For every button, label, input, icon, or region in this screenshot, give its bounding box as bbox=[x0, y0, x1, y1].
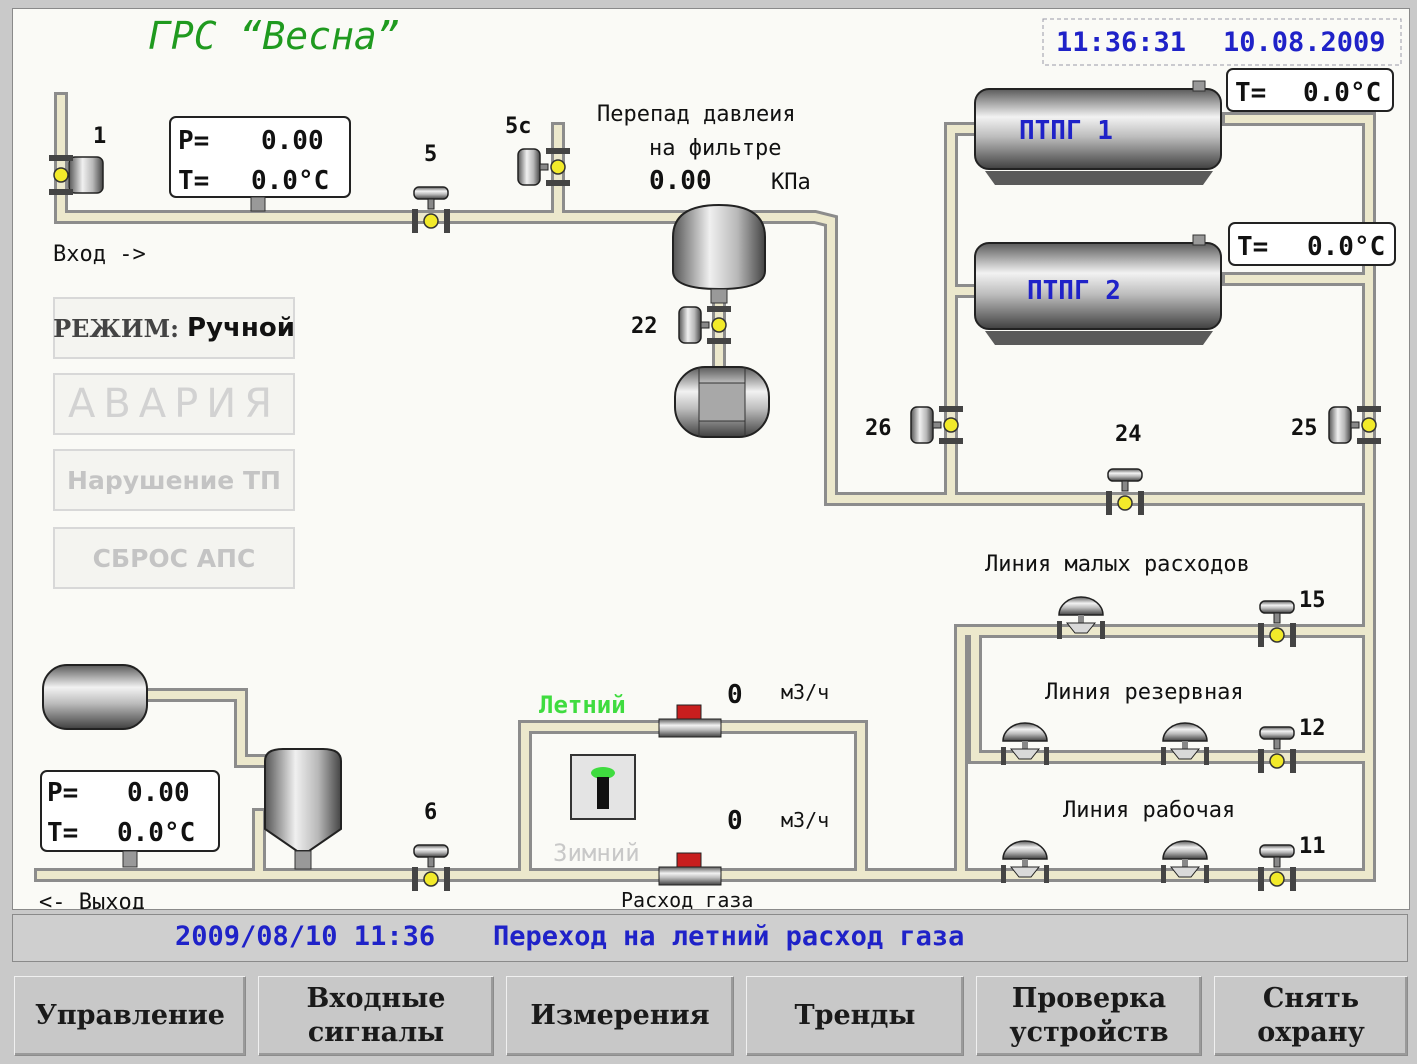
mode-label: РЕЖИМ: bbox=[53, 313, 180, 343]
heater-2-name: ПТПГ 2 bbox=[1027, 276, 1121, 306]
alarm-indicator[interactable]: АВАРИЯ bbox=[53, 373, 295, 435]
nav-input-signals-button[interactable]: Входные сигналы bbox=[258, 976, 494, 1056]
filter-vessel bbox=[672, 203, 766, 304]
mnemonic-canvas: ГРС “Весна” 11:36:31 10.08.2009 P= 0.00 … bbox=[12, 8, 1410, 915]
line-small-label: Линия малых расходов bbox=[985, 552, 1250, 577]
nav-disarm-button[interactable]: Снять охрану bbox=[1214, 976, 1408, 1056]
odorant-storage-tank bbox=[42, 664, 148, 730]
valve-5-label: 5 bbox=[424, 142, 437, 167]
valve-12-label: 12 bbox=[1299, 716, 1326, 741]
outlet-label: <- Выход bbox=[39, 890, 145, 909]
odorizer-vessel bbox=[264, 748, 342, 870]
valve-1[interactable] bbox=[49, 155, 104, 195]
valve-25-label: 25 bbox=[1291, 416, 1318, 441]
valve-5c-label: 5с bbox=[505, 114, 532, 139]
inlet-temp-label: T= bbox=[178, 166, 209, 196]
inlet-label: Вход -> bbox=[53, 242, 146, 267]
valve-24-label: 24 bbox=[1115, 422, 1142, 447]
reset-alarms-button[interactable]: СБРОС АПС bbox=[53, 527, 295, 589]
nav-measurements-button[interactable]: Измерения bbox=[506, 976, 734, 1056]
valve-6-label: 6 bbox=[424, 800, 437, 825]
mode-value: Ручной bbox=[187, 313, 295, 343]
heater-1[interactable] bbox=[974, 80, 1222, 185]
heater-2[interactable] bbox=[974, 234, 1222, 345]
heater-1-temp-value: 0.0°C bbox=[1303, 78, 1381, 108]
filter-label-line2: на фильтре bbox=[649, 136, 781, 161]
condensate-tank bbox=[674, 366, 770, 438]
heater-1-temp-box bbox=[1226, 68, 1394, 112]
station-title: ГРС “Весна” bbox=[148, 14, 400, 58]
inlet-pressure-label: P= bbox=[178, 126, 209, 156]
process-diagram: ГРС “Весна” 11:36:31 10.08.2009 P= 0.00 … bbox=[34, 14, 1402, 915]
outlet-temp-label: T= bbox=[47, 818, 78, 848]
outlet-pressure-value: 0.00 bbox=[127, 778, 190, 808]
flow-caption: Расход газа bbox=[621, 888, 753, 909]
inlet-temp-value: 0.0°C bbox=[251, 166, 329, 196]
winter-flowmeter[interactable] bbox=[658, 852, 722, 886]
clock-time: 11:36:31 bbox=[1056, 27, 1186, 58]
heater-2-temp-value: 0.0°C bbox=[1307, 232, 1385, 262]
outlet-temp-value: 0.0°C bbox=[117, 818, 195, 848]
season-switch[interactable] bbox=[570, 754, 636, 820]
heater-2-temp-label: T= bbox=[1237, 232, 1268, 262]
summer-flow-value: 0 bbox=[727, 680, 743, 710]
valve-actuator bbox=[68, 156, 104, 194]
valve-25[interactable] bbox=[1328, 405, 1382, 445]
valve-22-label: 22 bbox=[631, 314, 658, 339]
winter-flow-unit: м3/ч bbox=[781, 808, 829, 832]
line-reserve-label: Линия резервная bbox=[1045, 680, 1244, 705]
valve-26[interactable] bbox=[910, 405, 964, 445]
summer-flowmeter[interactable] bbox=[658, 704, 722, 738]
summer-label: Летний bbox=[539, 691, 626, 719]
summer-flow-unit: м3/ч bbox=[781, 680, 829, 704]
event-timestamp: 2009/08/10 11:36 bbox=[175, 921, 436, 952]
inlet-pressure-value: 0.00 bbox=[261, 126, 324, 156]
inlet-sensor-stub bbox=[250, 196, 266, 212]
valve-11-label: 11 bbox=[1299, 834, 1326, 859]
winter-flow-value: 0 bbox=[727, 806, 743, 836]
valve-1-label: 1 bbox=[93, 124, 106, 149]
outlet-sensor-stub bbox=[122, 850, 138, 868]
nav-control-button[interactable]: Управление bbox=[14, 976, 246, 1056]
event-message: Переход на летний расход газа bbox=[493, 921, 965, 952]
valve-5c[interactable] bbox=[517, 147, 571, 187]
filter-dp-unit: КПа bbox=[771, 170, 811, 195]
valve-15-label: 15 bbox=[1299, 588, 1326, 613]
nav-trends-button[interactable]: Тренды bbox=[746, 976, 964, 1056]
event-status-bar: 2009/08/10 11:36 Переход на летний расхо… bbox=[12, 914, 1408, 962]
clock-date: 10.08.2009 bbox=[1223, 27, 1386, 58]
nav-device-check-button[interactable]: Проверка устройств bbox=[976, 976, 1202, 1056]
heater-1-name: ПТПГ 1 bbox=[1019, 116, 1113, 146]
winter-label: Зимний bbox=[553, 839, 640, 867]
line-working-label: Линия рабочая bbox=[1063, 798, 1235, 823]
filter-dp-value: 0.00 bbox=[649, 166, 712, 196]
valve-26-label: 26 bbox=[865, 416, 892, 441]
mode-indicator[interactable]: РЕЖИМ: Ручной bbox=[53, 297, 295, 359]
clock-frame bbox=[1042, 18, 1402, 66]
heater-1-temp-label: T= bbox=[1235, 78, 1266, 108]
valve-22[interactable] bbox=[678, 305, 732, 345]
process-violation-indicator[interactable]: Нарушение ТП bbox=[53, 449, 295, 511]
outlet-pressure-label: P= bbox=[47, 778, 78, 808]
heater-2-temp-box bbox=[1228, 222, 1396, 266]
filter-label-line1: Перепад давлеия bbox=[597, 102, 796, 127]
